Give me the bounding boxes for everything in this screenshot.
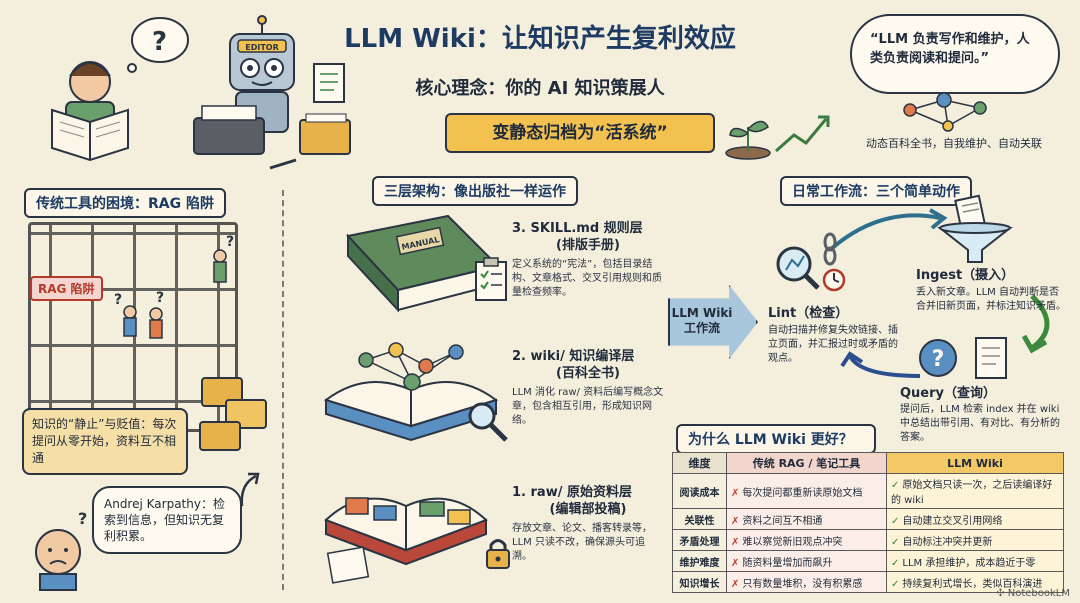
layer-1-title: 1. raw/ 原始资料层 [512,485,632,500]
rag-trap-tag: RAG 陷阱 [30,276,103,301]
wiki-book-icon [323,342,499,442]
cross-icon: ✗ [731,578,740,590]
manual-book-icon: MANUAL [346,214,500,313]
scattered-folders-icon [199,377,267,451]
svg-text:?: ? [78,509,87,528]
wiki-cell: 持续复利式增长，类似百科演进 [902,578,1043,590]
svg-text:?: ? [114,292,122,308]
table-row: 阅读成本 ✗每次提问都重新读原始文档 ✓原始文档只读一次，之后读编译好的 wik… [672,473,1064,509]
lint-magnifier-chain-icon [776,232,846,292]
brand-label: NotebookLM [1007,588,1070,599]
layer-2-subtitle: (百科全书) [556,366,620,381]
core-concept-subtitle: 核心理念：你的 AI 知识策展人 [415,78,665,99]
rag-cell: 随资料量增加而飙升 [742,557,833,569]
layer-1-block: 1. raw/ 原始资料层 (编辑部投稿) 存放文章、论文、播客转录等，LLM … [512,484,664,564]
wiki-cell: LLM 承担维护，成本趋近于零 [902,557,1036,569]
wiki-cell: 自动标注冲突并更新 [902,536,993,548]
magnifier-icon [468,402,508,442]
col-header-dimension: 维度 [672,452,727,474]
ingest-title: Ingest（摄入） [916,268,1015,283]
svg-text:?: ? [152,27,167,57]
divider-left [282,190,284,590]
reader-illustration-icon: ? [51,17,189,162]
wiki-cell: 自动建立交叉引用网络 [902,515,1003,527]
layer-3-subtitle: (排版手册) [556,238,620,253]
svg-text:EDITOR: EDITOR [245,43,279,52]
query-desc: 提问后，LLM 检索 index 并在 wiki 中总结出带引用、有对比、有分析… [900,404,1060,443]
karpathy-quote-note: Andrej Karpathy：检索到信息，但知识无复利积累。 [92,486,242,554]
query-title: Query（查询） [900,386,997,401]
comparison-table: 维度 传统 RAG / 笔记工具 LLM Wiki 阅读成本 ✗每次提问都重新读… [672,452,1064,593]
row-dimension: 维护难度 [672,550,727,572]
lint-desc: 自动扫描并修复失效链接、插立页面，并汇报过时或矛盾的观点。 [768,325,898,364]
dynamic-encyclopedia-caption: 动态百科全书，自我维护、自动关联 [866,137,1042,150]
layer-1-subtitle: (编辑部投稿) [549,502,627,517]
static-knowledge-note: 知识的“静止”与贬值：每次提问从零开始，资料互不相通 [22,408,188,475]
table-row: 维护难度 ✗随资料量增加而飙升 ✓LLM 承担维护，成本趋近于零 [672,550,1064,572]
rag-cell: 每次提问都重新读原始文档 [742,487,863,499]
wiki-cell: 原始文档只读一次，之后读编译好的 wiki [891,480,1053,506]
col-header-rag: 传统 RAG / 笔记工具 [726,452,887,474]
sprout-growth-icon [725,115,830,160]
check-icon: ✓ [891,557,900,569]
cross-icon: ✗ [731,557,740,569]
layer-2-title: 2. wiki/ 知识编译层 [512,349,635,364]
layer-1-desc: 存放文章、论文、播客转录等，LLM 只读不改，确保源头可追溯。 [512,523,652,562]
workflow-cycle-arrows [828,208,1050,378]
raw-materials-book-icon [324,497,488,584]
workflow-heading: 日常工作流：三个简单动作 [780,176,972,206]
row-dimension: 知识增长 [672,571,727,593]
col-header-wiki: LLM Wiki [886,452,1064,474]
check-icon: ✓ [891,515,900,527]
rag-cell: 难以察觉新旧观点冲突 [742,536,843,548]
table-row: 矛盾处理 ✗难以察觉新旧观点冲突 ✓自动标注冲突并更新 [672,529,1064,551]
rag-cell: 资料之间互不相通 [742,515,823,527]
network-graph-icon [903,92,987,132]
svg-text:?: ? [226,234,234,250]
static-to-live-banner: 变静态归档为“活系统” [445,113,715,153]
lint-block: Lint（检查） 自动扫描并修复失效链接、插立页面，并汇报过时或矛盾的观点。 [768,302,902,366]
svg-text:?: ? [932,347,945,372]
notebook-logo-icon: ✣ [996,588,1008,599]
query-document-icon: ? [919,337,1007,379]
query-block: Query（查询） 提问后，LLM 检索 index 并在 wiki 中总结出带… [900,382,1066,445]
page-title: LLM Wiki：让知识产生复利效应 [344,24,736,54]
layer-3-block: 3. SKILL.md 规则层 (排版手册) 定义系统的“宪法”，包括目录结构、… [512,220,664,300]
checklist-icon [475,257,507,301]
layer-2-desc: LLM 消化 raw/ 资料后编写概念文章，包含相互引用，形成知识网络。 [512,387,664,426]
table-row: 关联性 ✗资料之间互不相通 ✓自动建立交叉引用网络 [672,508,1064,530]
lost-people-icon: ? ? [114,290,164,339]
ingest-desc: 丢入新文章。LLM 自动判断是否合并旧新页面，并标注知识矛盾。 [916,287,1066,312]
layer-3-title: 3. SKILL.md 规则层 [512,221,643,236]
brand-footer: ✣ NotebookLM [996,588,1070,599]
ingest-block: Ingest（摄入） 丢入新文章。LLM 自动判断是否合并旧新页面，并标注知识矛… [916,264,1066,314]
lock-icon [486,539,510,569]
check-icon: ✓ [891,480,900,491]
cross-icon: ✗ [731,487,740,499]
cross-icon: ✗ [731,536,740,548]
table-row: 知识增长 ✗只有数量堆积，没有积累感 ✓持续复利式增长，类似百科演进 [672,571,1064,593]
row-dimension: 矛盾处理 [672,529,727,551]
lint-title: Lint（检查） [768,306,849,321]
check-icon: ✓ [891,536,900,548]
comparison-heading: 为什么 LLM Wiki 更好？ [676,424,876,454]
check-icon: ✓ [891,578,900,590]
three-layer-heading: 三层架构：像出版社一样运作 [372,176,578,206]
row-dimension: 关联性 [672,508,727,530]
layer-3-desc: 定义系统的“宪法”，包括目录结构、文章格式、交叉引用规则和质量检查频率。 [512,259,662,298]
row-dimension: 阅读成本 [672,473,727,509]
confused-face-icon: ? [35,509,87,591]
layer-2-block: 2. wiki/ 知识编译层 (百科全书) LLM 消化 raw/ 资料后编写概… [512,348,664,428]
robot-editor-icon: EDITOR [193,15,351,170]
ingest-funnel-icon [937,194,1013,263]
workflow-arrow-label: LLM Wiki 工作流 [671,306,733,335]
svg-text:?: ? [156,290,164,306]
rag-cell: 只有数量堆积，没有积累感 [742,578,863,590]
cross-icon: ✗ [731,515,740,527]
wandering-person-icon: ? [213,234,234,283]
quote-bubble: “LLM 负责写作和维护，人类负责阅读和提问。” [850,14,1060,94]
rag-trap-heading: 传统工具的困境：RAG 陷阱 [24,188,226,218]
